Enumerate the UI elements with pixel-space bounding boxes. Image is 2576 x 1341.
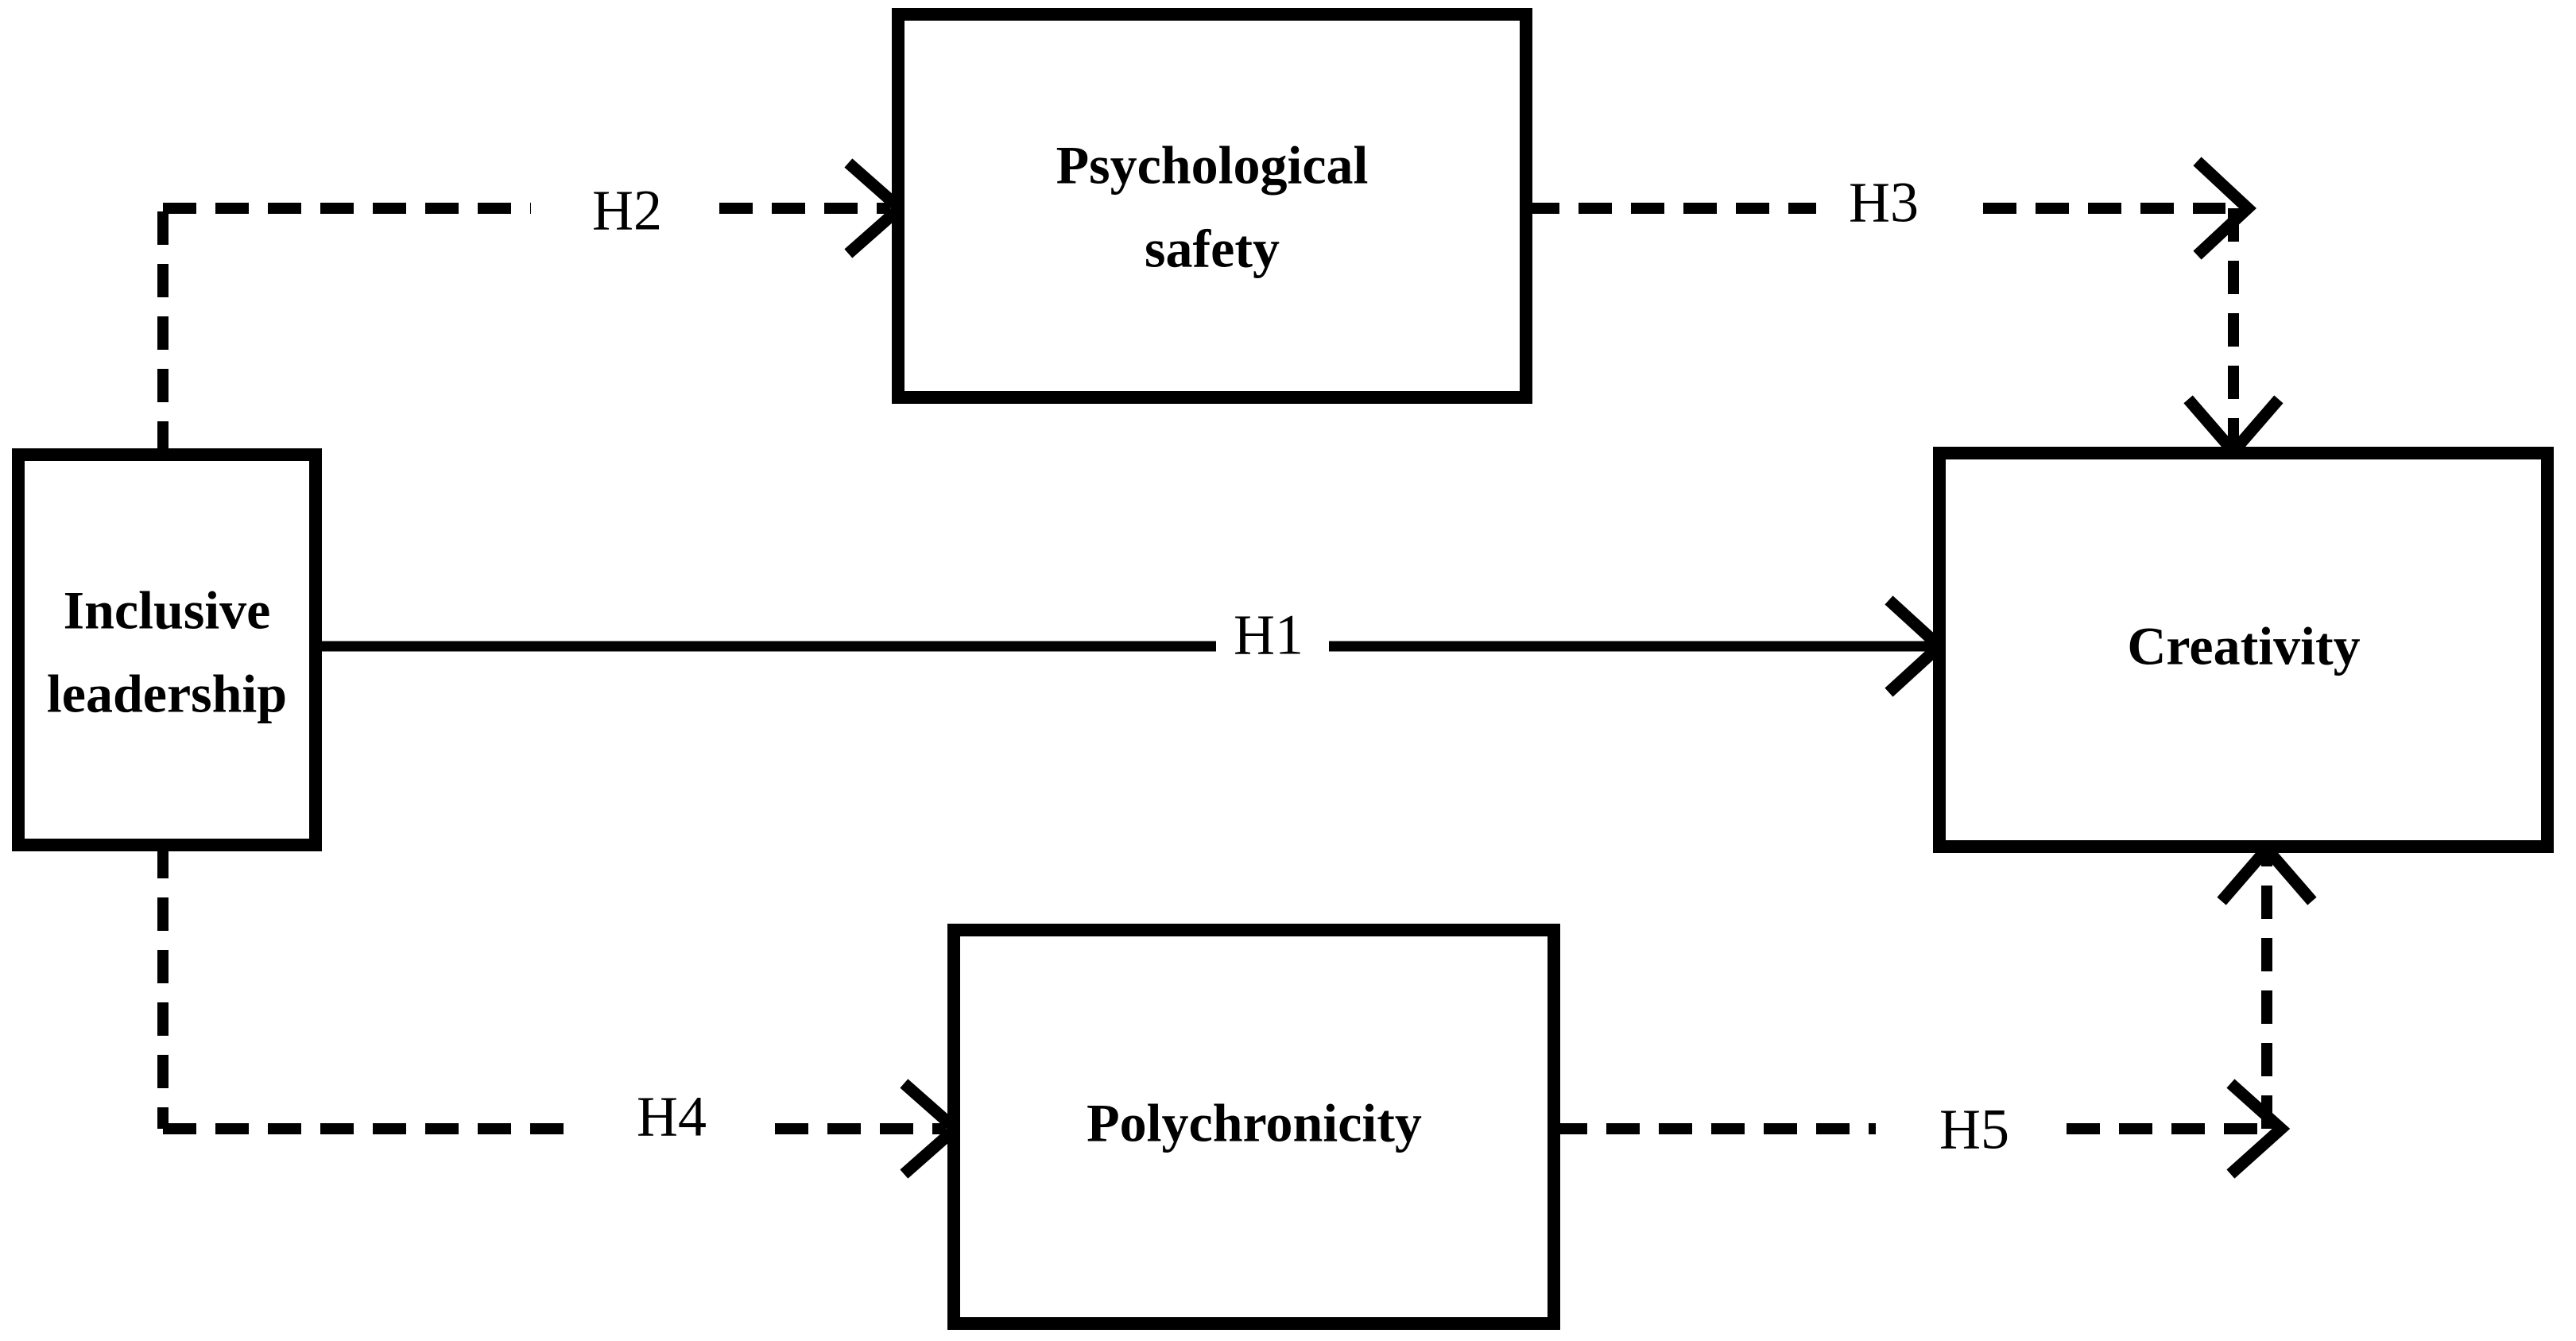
node-inclusive-leadership[interactable]: Inclusive leadership bbox=[12, 448, 322, 851]
node-label-inclusive-leadership-line2: leadership bbox=[47, 664, 287, 724]
edge-h4 bbox=[157, 845, 965, 1179]
node-box-polychronicity[interactable] bbox=[947, 924, 1560, 1330]
hypothesis-label-h3: H3 bbox=[1849, 171, 1919, 234]
node-label-inclusive-leadership-line1: Inclusive bbox=[64, 580, 271, 641]
node-psychological-safety[interactable]: Psychological safety bbox=[892, 8, 1532, 404]
edge-h5-arrowhead-right bbox=[2226, 1079, 2291, 1179]
node-label-psychological-safety-line2: safety bbox=[1145, 219, 1280, 279]
node-creativity[interactable]: Creativity bbox=[1933, 447, 2554, 853]
edge-h5 bbox=[1554, 839, 2317, 1179]
hypothesis-label-h2: H2 bbox=[592, 179, 662, 242]
hypothesis-label-h1: H1 bbox=[1234, 603, 1303, 667]
node-polychronicity[interactable]: Polychronicity bbox=[947, 924, 1560, 1330]
hypothesis-label-h5: H5 bbox=[1939, 1098, 2009, 1161]
node-box-psychological-safety[interactable] bbox=[892, 8, 1532, 404]
edge-h3-arrowhead-right bbox=[2193, 157, 2257, 260]
hypothesis-label-h4: H4 bbox=[637, 1085, 707, 1149]
edge-h2 bbox=[157, 158, 909, 455]
node-label-creativity: Creativity bbox=[2127, 616, 2360, 676]
node-label-psychological-safety-line1: Psychological bbox=[1056, 135, 1369, 196]
node-label-polychronicity: Polychronicity bbox=[1087, 1093, 1422, 1153]
node-box-inclusive-leadership[interactable] bbox=[12, 448, 322, 851]
node-box-creativity[interactable] bbox=[1933, 447, 2554, 853]
edge-h1 bbox=[316, 595, 1949, 697]
